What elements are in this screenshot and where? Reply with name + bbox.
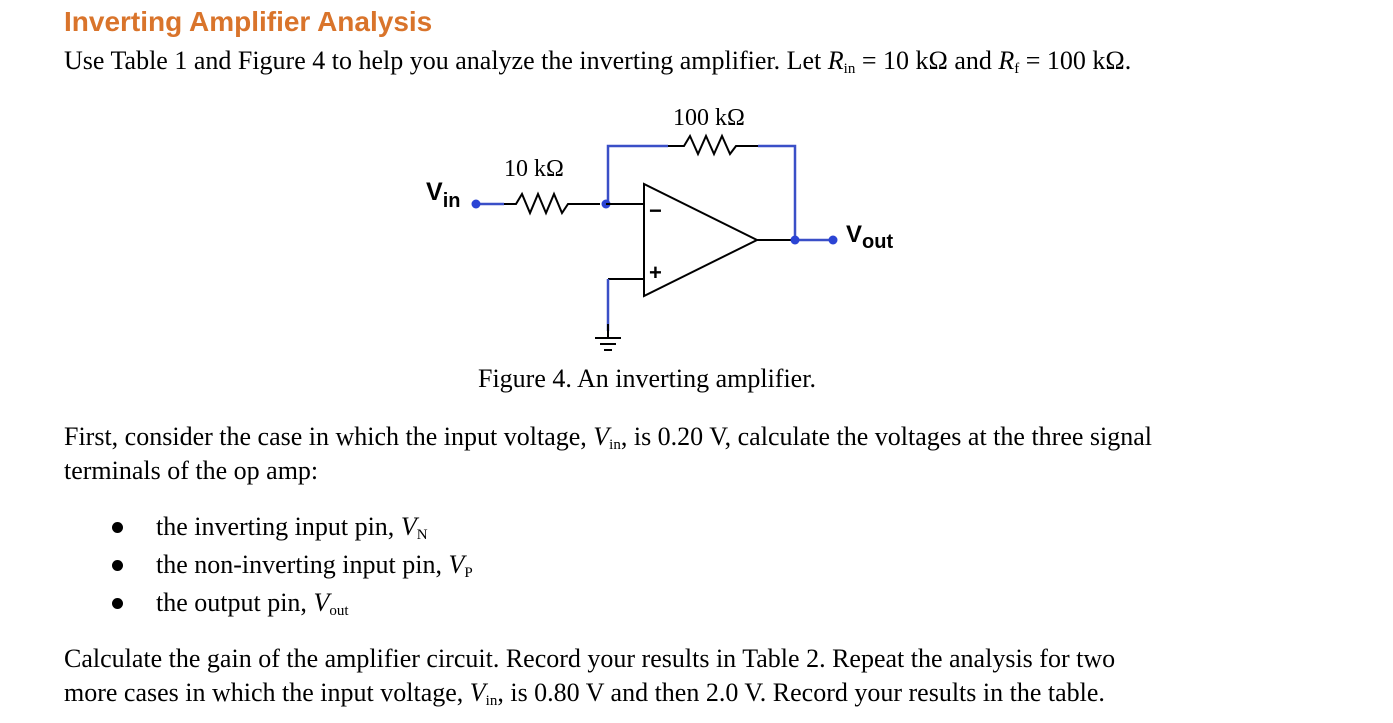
plus-sign: + [649,260,662,285]
vout-label: Vout [846,221,893,253]
intro-text: Use Table 1 and Figure 4 to help you ana… [64,46,828,75]
vin-terminal-node [471,199,481,209]
case-paragraph: First, consider the case in which the in… [64,420,1152,488]
case-text: , is 0.20 V, calculate the voltages at t… [620,422,1153,451]
op-amp-symbol [643,182,760,298]
input-resistor-label: 10 kΩ [504,156,564,182]
rf-symbol: R [998,46,1015,75]
rf-subscript: f [1014,61,1020,77]
vin-subscript: in [609,437,621,453]
vin-symbol: V [469,678,486,707]
intro-paragraph: Use Table 1 and Figure 4 to help you ana… [64,44,1131,78]
list-item: the inverting input pin, VN [64,508,473,546]
vin-label: Vin [426,178,460,212]
bullet-icon [112,560,123,571]
intro-text: = 10 kΩ and [855,46,999,75]
intro-text: = 100 kΩ. [1019,46,1132,75]
feedback-resistor [668,133,758,157]
figure-caption: Figure 4. An inverting amplifier. [478,364,816,393]
case-text: First, consider the case in which the in… [64,422,594,451]
vin-symbol: V [593,422,610,451]
closing-text: Calculate the gain of the amplifier circ… [64,644,1116,673]
bullet-icon [112,598,123,609]
closing-text: , is 0.80 V and then 2.0 V. Record your … [497,678,1105,707]
minus-sign: − [649,198,662,223]
list-item: the non-inverting input pin, VP [64,546,473,584]
input-resistor [504,191,600,216]
closing-paragraph: Calculate the gain of the amplifier circ… [64,642,1115,710]
bullet-icon [112,522,123,533]
rin-subscript: in [843,61,856,77]
ground-icon [595,324,621,351]
closing-text: more cases in which the input voltage, [64,678,470,707]
case-text: terminals of the op amp: [64,456,319,485]
vout-terminal-node [828,235,838,245]
feedback-resistor-label: 100 kΩ [673,105,745,131]
vin-subscript: in [485,693,498,709]
list-item: the output pin, Vout [64,584,473,622]
feedback-wire [606,144,797,241]
rin-symbol: R [827,46,844,75]
inverting-amplifier-schematic: 100 kΩ 10 kΩ Vin − + Vout [426,105,893,351]
output-node [790,235,800,245]
page-title: Inverting Amplifier Analysis [64,6,433,37]
terminal-list: the inverting input pin, VN the non-inve… [64,508,473,622]
